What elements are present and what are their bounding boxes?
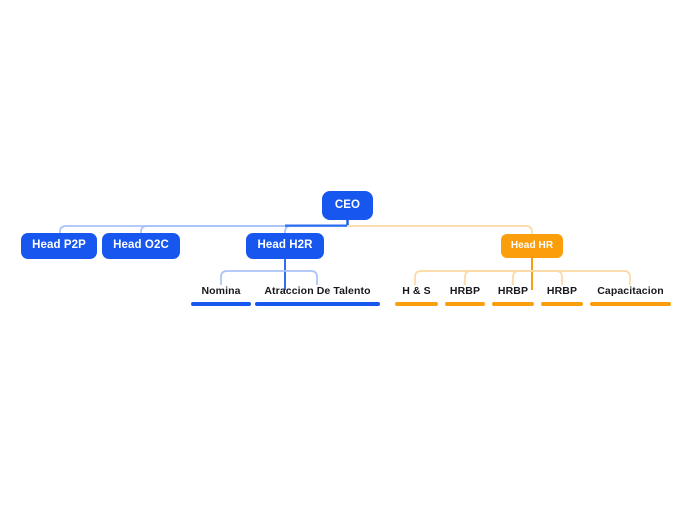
edge-hr-to-hrbp3 <box>532 270 563 285</box>
node-nomina[interactable]: Nomina <box>191 285 251 306</box>
edge-ceo-to-hr <box>347 225 533 234</box>
node-nomina-underline <box>191 302 251 306</box>
node-hrbp-2[interactable]: HRBP <box>492 285 534 306</box>
edge-h2r-to-atraccion <box>285 270 318 285</box>
node-hrbp-2-underline <box>492 302 534 306</box>
node-h-and-s-label: H & S <box>402 285 431 297</box>
node-hrbp-1-label: HRBP <box>449 285 481 297</box>
node-h-and-s-underline <box>395 302 438 306</box>
node-nomina-label: Nomina <box>201 285 241 297</box>
node-capacitacion-label: Capacitacion <box>597 285 664 297</box>
edge-hr-to-hrbp2 <box>512 270 532 285</box>
node-atraccion-de-talento[interactable]: Atraccion De Talento <box>255 285 380 306</box>
node-capacitacion[interactable]: Capacitacion <box>590 285 671 306</box>
node-h-and-s[interactable]: H & S <box>395 285 438 306</box>
node-head-hr[interactable]: Head HR <box>501 234 563 258</box>
edge-ceo-to-p2p <box>59 225 347 233</box>
node-hrbp-3[interactable]: HRBP <box>541 285 583 306</box>
edge-hr-to-hrbp1 <box>464 270 532 285</box>
edge-hr-to-hs <box>414 270 532 285</box>
node-head-p2p[interactable]: Head P2P <box>21 233 97 259</box>
node-capacitacion-underline <box>590 302 671 306</box>
node-hrbp-3-underline <box>541 302 583 306</box>
node-hrbp-1[interactable]: HRBP <box>445 285 485 306</box>
edge-ceo-to-o2c <box>140 225 347 233</box>
node-atraccion-de-talento-label: Atraccion De Talento <box>264 285 371 297</box>
edge-hr-to-capacitacion <box>532 270 631 285</box>
edge-ceo-to-h2r <box>284 225 347 233</box>
node-hrbp-2-label: HRBP <box>497 285 529 297</box>
node-head-o2c[interactable]: Head O2C <box>102 233 180 259</box>
node-atraccion-de-talento-underline <box>255 302 380 306</box>
node-hrbp-3-label: HRBP <box>546 285 578 297</box>
node-head-h2r[interactable]: Head H2R <box>246 233 324 259</box>
node-hrbp-1-underline <box>445 302 485 306</box>
edge-h2r-to-nomina <box>220 270 285 285</box>
node-ceo[interactable]: CEO <box>322 191 373 220</box>
